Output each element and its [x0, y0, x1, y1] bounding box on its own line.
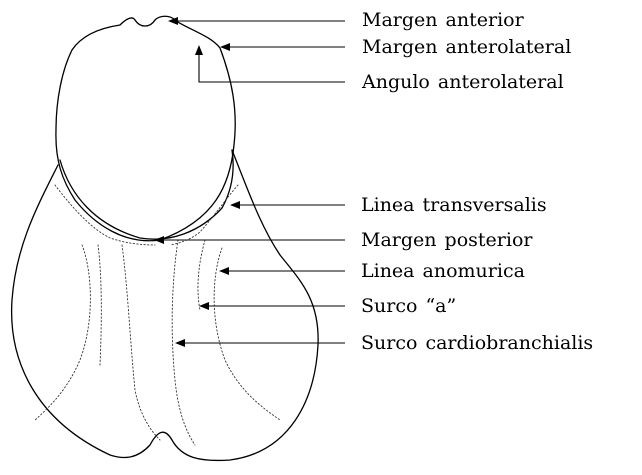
carapace-posterior-outline [12, 150, 319, 460]
label-margen-posterior: Margen posterior [361, 229, 532, 251]
arrowhead-linea-anomurica [219, 267, 229, 275]
label-linea-transversalis: Linea transversalis [361, 194, 547, 216]
surco-cardiobranchialis-left [122, 245, 160, 440]
label-margen-anterior: Margen anterior [362, 9, 524, 31]
label-surco-a: Surco “a” [361, 295, 456, 317]
surco-a-left [98, 245, 101, 365]
arrowhead-surco-cardiobranchialis [175, 339, 185, 347]
arrowhead-margen-anterolateral [220, 43, 230, 51]
arrowhead-surco-a [199, 302, 209, 310]
label-margen-anterolateral: Margen anterolateral [362, 36, 571, 58]
label-surco-cardiobranchialis: Surco cardiobranchialis [361, 332, 593, 354]
linea-anomurica-right [214, 248, 280, 420]
carapace-anterior-outline [56, 16, 235, 241]
linea-anomurica-left [35, 245, 90, 420]
leader-angulo-anterolateral [199, 52, 345, 82]
arrowhead-margen-posterior [154, 236, 164, 244]
arrowhead-linea-transversalis [230, 201, 240, 209]
surco-a-right [198, 240, 205, 310]
anterior-inner-contour [60, 150, 233, 239]
linea-transversalis-left [55, 185, 155, 245]
arrowhead-angulo-anterolateral [195, 45, 203, 55]
label-linea-anomurica: Linea anomurica [361, 260, 525, 282]
label-angulo-anterolateral: Angulo anterolateral [362, 71, 564, 93]
